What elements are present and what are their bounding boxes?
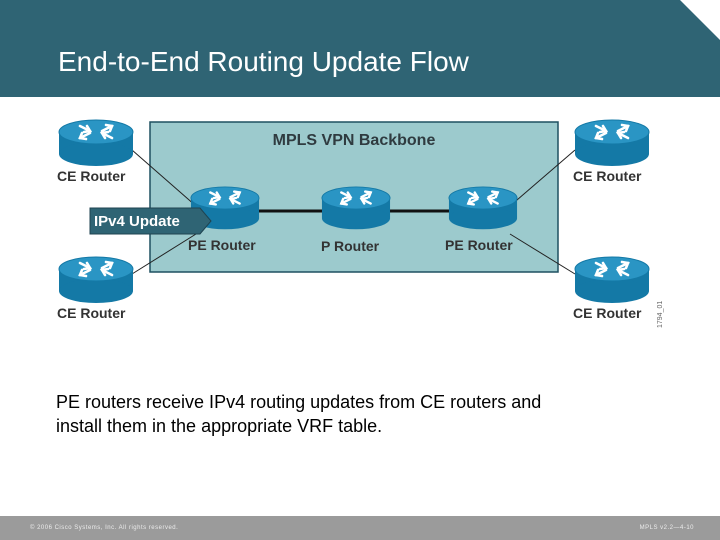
ce-router-label: CE Router bbox=[57, 168, 126, 184]
router-icon bbox=[57, 255, 135, 305]
footer-bar: © 2006 Cisco Systems, Inc. All rights re… bbox=[0, 516, 720, 540]
ce-router-label: CE Router bbox=[57, 305, 126, 321]
router-icon bbox=[573, 118, 651, 168]
router-icon bbox=[447, 185, 519, 231]
slide-title: End-to-End Routing Update Flow bbox=[58, 46, 469, 77]
ipv4-update-callout: IPv4 Update bbox=[89, 207, 212, 235]
copyright-text: © 2006 Cisco Systems, Inc. All rights re… bbox=[30, 525, 179, 531]
p-router-label: P Router bbox=[321, 238, 380, 254]
ipv4-update-label: IPv4 Update bbox=[94, 213, 180, 230]
image-code: 1794_01 bbox=[657, 301, 664, 328]
description-line: PE routers receive IPv4 routing updates … bbox=[56, 392, 542, 412]
header-bar: End-to-End Routing Update Flow bbox=[0, 0, 720, 97]
description-line: install them in the appropriate VRF tabl… bbox=[56, 416, 383, 436]
pe-router-label: PE Router bbox=[188, 237, 256, 253]
header-corner bbox=[680, 0, 720, 40]
router-icon bbox=[57, 118, 135, 168]
links bbox=[131, 149, 576, 275]
network-diagram: MPLS VPN Backbone CE Router CE Router CE… bbox=[57, 118, 664, 328]
router-icon bbox=[573, 255, 651, 305]
ce-router-label: CE Router bbox=[573, 168, 642, 184]
ce-router-label: CE Router bbox=[573, 305, 642, 321]
course-code: MPLS v2.2—4-10 bbox=[639, 525, 694, 531]
slide-description: PE routers receive IPv4 routing updates … bbox=[56, 390, 656, 438]
mpls-backbone-label: MPLS VPN Backbone bbox=[273, 132, 436, 149]
router-icon bbox=[320, 185, 392, 231]
pe-router-label: PE Router bbox=[445, 237, 513, 253]
